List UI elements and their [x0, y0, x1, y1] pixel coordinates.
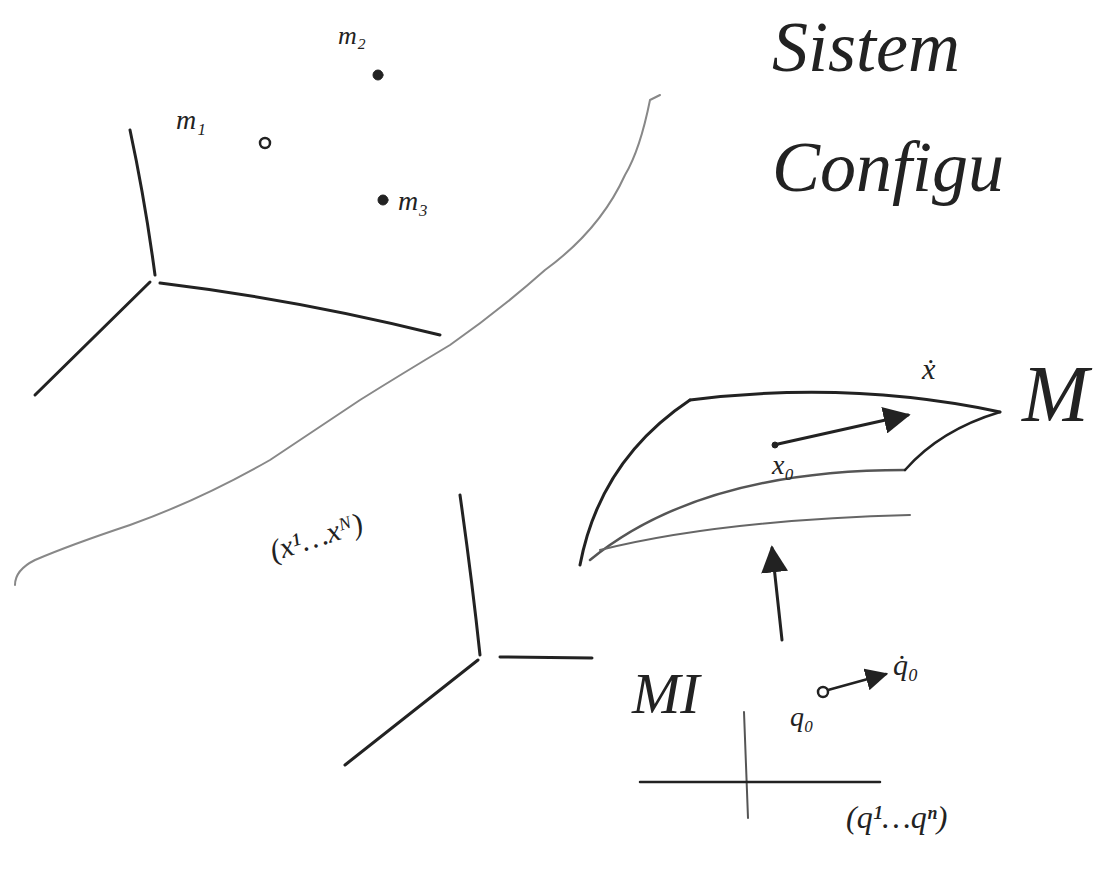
manifold-label: M [1022, 350, 1089, 438]
mass-point [378, 195, 388, 205]
surface [905, 412, 1000, 470]
velocity-vector [778, 415, 908, 444]
mass-label: m₁ [176, 105, 206, 136]
axis [345, 660, 478, 765]
velocity-label: q̇₀ [893, 648, 918, 681]
mass-point [260, 138, 270, 148]
surface [580, 400, 690, 565]
space-label: MI [632, 662, 700, 726]
point-label: q₀ [790, 702, 814, 733]
point [818, 687, 828, 697]
axis [460, 495, 480, 655]
axis [640, 781, 880, 784]
point-label: x₀ [772, 450, 794, 481]
axis [500, 657, 592, 658]
surface [590, 470, 905, 560]
heading: Sistem [772, 8, 960, 87]
map-arrow [772, 548, 782, 640]
divider [15, 95, 660, 585]
surface [600, 515, 910, 550]
mass-label: m₂ [338, 22, 366, 51]
surface [690, 392, 1000, 412]
mass-point [373, 70, 383, 80]
velocity-vector [828, 674, 886, 690]
mass-label: m₃ [398, 186, 428, 217]
velocity-label: ẋ [922, 352, 935, 385]
heading: Configu [772, 128, 1004, 207]
coordinates: (q¹…qⁿ) [846, 800, 947, 835]
axis [130, 130, 155, 275]
coordinates: (x¹…xᴺ) [265, 506, 367, 567]
axis [35, 282, 150, 395]
axis [160, 283, 440, 335]
axis [744, 712, 748, 818]
